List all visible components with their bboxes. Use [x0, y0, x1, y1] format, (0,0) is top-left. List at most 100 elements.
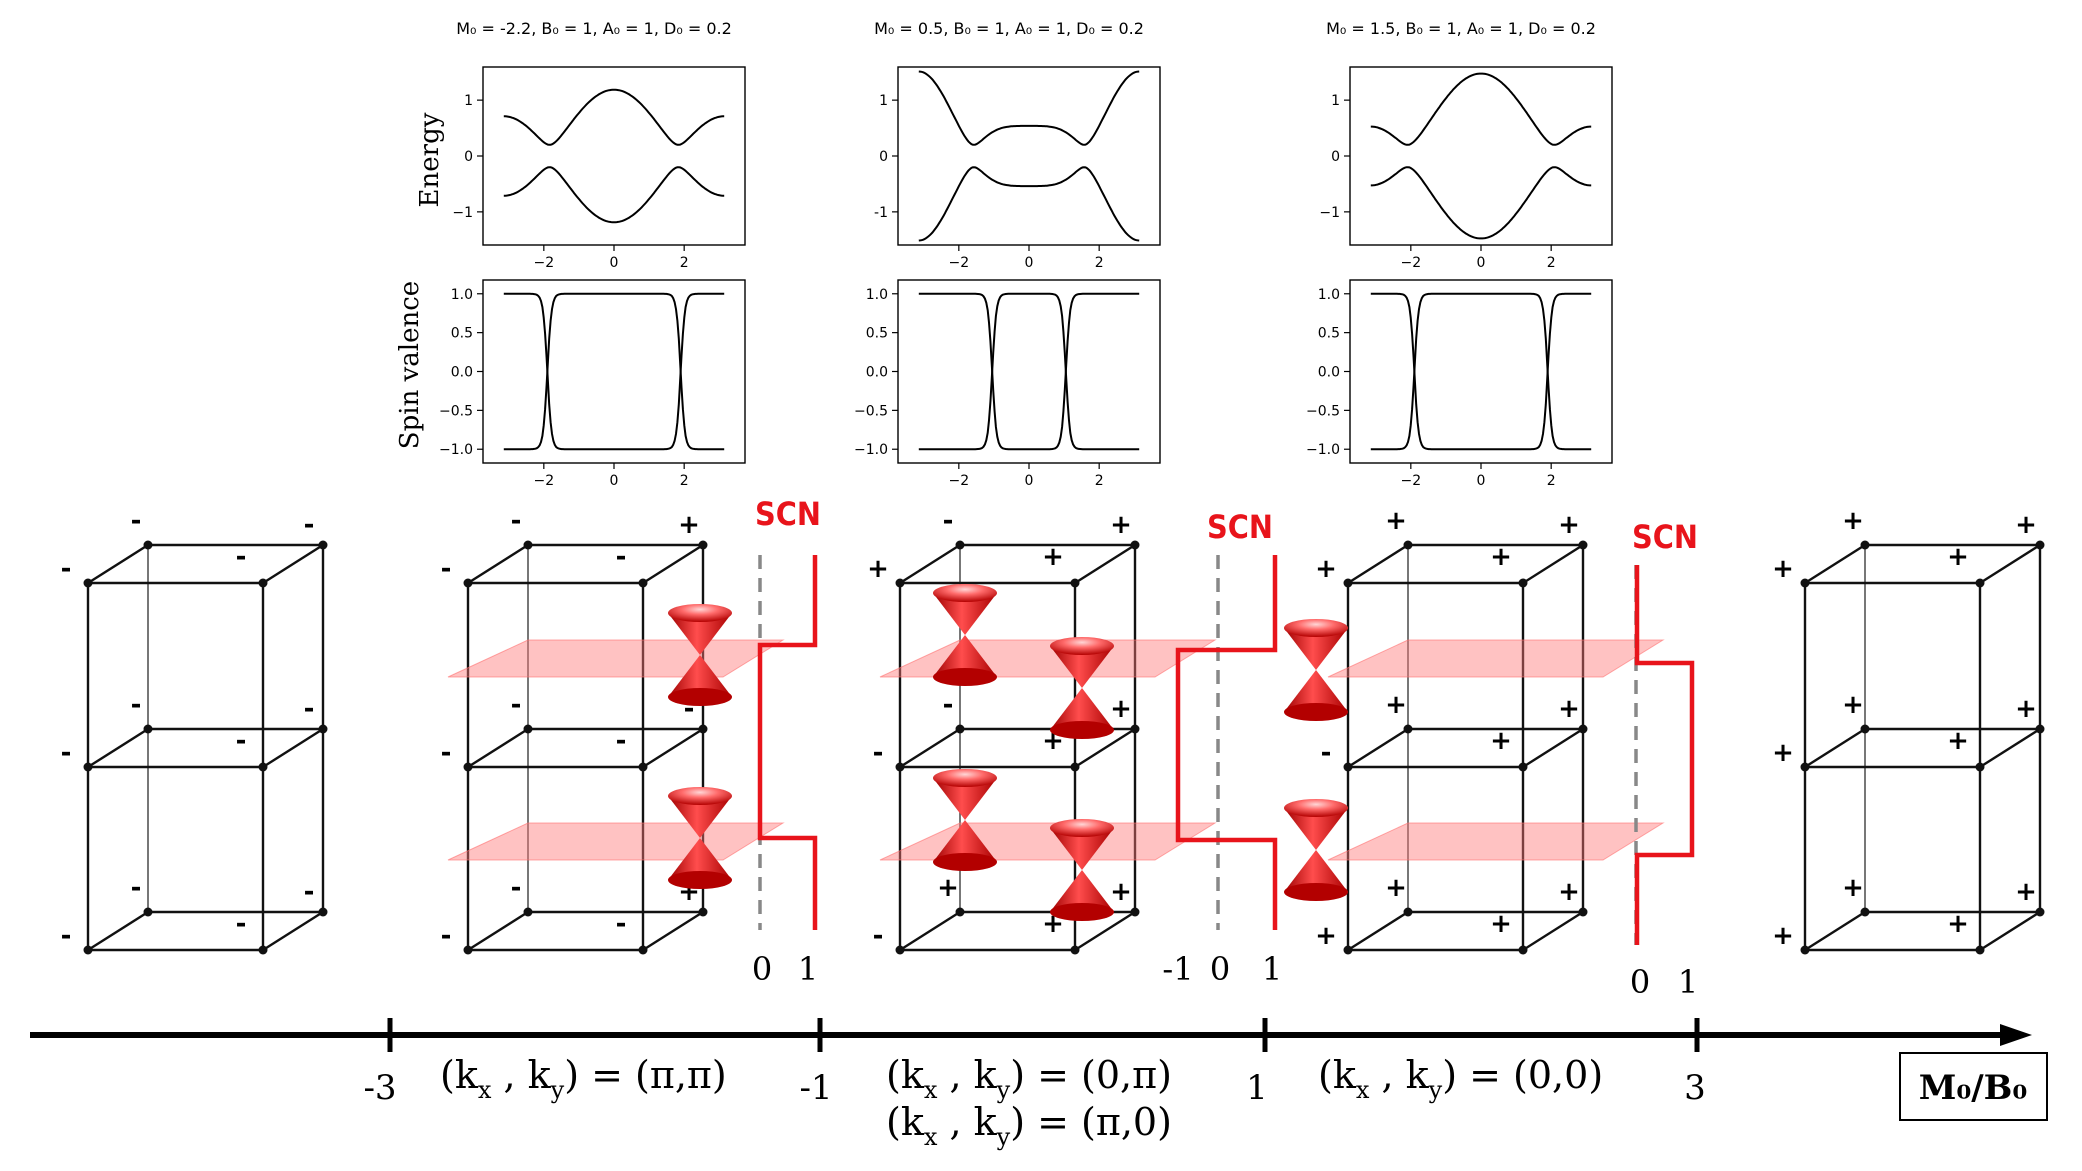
- cube-edge: [467, 543, 529, 585]
- lattice-vertex: [1343, 945, 1353, 955]
- parity-sign: -: [304, 877, 315, 907]
- lattice-vertex: [463, 945, 473, 955]
- scn-tick-label: 1: [798, 950, 818, 988]
- lattice-vertex: [955, 540, 965, 550]
- upper-cone-rim: [1050, 637, 1114, 655]
- parity-sign: +: [1558, 694, 1580, 724]
- parity-sign: -: [616, 909, 627, 939]
- parity-sign: +: [1110, 877, 1132, 907]
- x-tick-label: 0: [1477, 255, 1486, 271]
- axis-tick-label: 1: [1246, 1068, 1268, 1108]
- cube-edge: [262, 910, 324, 952]
- parity-sign: -: [873, 921, 884, 951]
- lattice-cube: --+-------+-: [441, 506, 708, 955]
- spin-valence-curve: [918, 292, 1140, 451]
- scn-label: SCN: [755, 495, 821, 533]
- parity-sign: -: [943, 506, 954, 536]
- lattice-vertex: [1800, 945, 1810, 955]
- spin-y-tick-label: 1.0: [451, 287, 473, 303]
- lattice-vertex: [1860, 907, 1870, 917]
- spin-plot-frame: [482, 279, 746, 464]
- lower-cone-rim: [1284, 703, 1348, 721]
- cube-edge: [1522, 910, 1584, 952]
- scn-step-curve: [757, 555, 818, 930]
- cube-edge: [87, 910, 149, 952]
- upper-cone: [1284, 628, 1348, 670]
- cube-edge: [467, 727, 529, 769]
- cube-edge: [642, 910, 704, 952]
- band-panel: M₀ = 0.5, B₀ = 1, A₀ = 1, D₀ = 0.210-11.…: [854, 19, 1161, 489]
- x-tick-label: 2: [1095, 473, 1104, 489]
- spin-y-tick-label: −0.5: [439, 403, 473, 419]
- lattice-vertex: [1975, 762, 1985, 772]
- energy-plane: [1327, 639, 1665, 678]
- axis-label: M₀/B₀: [1919, 1068, 2028, 1108]
- lower-cone-rim: [668, 871, 732, 889]
- scn-tick-label: 1: [1678, 963, 1698, 1001]
- lattice-vertex: [1578, 907, 1588, 917]
- lattice-vertex: [523, 540, 533, 550]
- lattice-vertex: [1578, 540, 1588, 550]
- lattice-vertex: [143, 540, 153, 550]
- parity-sign: -: [684, 694, 695, 724]
- parity-sign: +: [1558, 510, 1580, 540]
- scn-label: SCN: [1207, 508, 1273, 546]
- scn-step-curve: [1175, 555, 1278, 930]
- lower-band-curve: [918, 166, 1140, 242]
- parity-sign: -: [441, 921, 452, 951]
- upper-cone-rim: [933, 769, 997, 787]
- lattice-vertex: [2035, 540, 2045, 550]
- energy-y-tick-label: 0: [464, 149, 473, 165]
- scn-tick-label: -1: [1162, 950, 1193, 988]
- parity-sign: +: [1947, 909, 1969, 939]
- upper-cone: [1050, 646, 1114, 688]
- upper-band-curve: [1370, 72, 1592, 146]
- upper-cone-rim: [668, 787, 732, 805]
- parity-sign: +: [1315, 554, 1337, 584]
- lattice-vertex: [1800, 762, 1810, 772]
- lattice-cube: ------------: [61, 506, 328, 955]
- parity-sign: -: [616, 542, 627, 572]
- lattice-vertex: [1343, 578, 1353, 588]
- x-tick-label: 0: [1477, 473, 1486, 489]
- parity-sign: +: [1842, 506, 1864, 536]
- parity-sign: -: [61, 554, 72, 584]
- parity-sign: +: [1772, 554, 1794, 584]
- panel-title: M₀ = -2.2, B₀ = 1, A₀ = 1, D₀ = 0.2: [456, 19, 732, 38]
- lattice-vertex: [1518, 762, 1528, 772]
- scn-tick-label: 0: [1630, 963, 1650, 1001]
- lattice-vertex: [895, 578, 905, 588]
- cube-edge: [1804, 910, 1866, 952]
- lattice-vertex: [463, 578, 473, 588]
- dirac-cone: [668, 604, 732, 706]
- lattice-vertex: [523, 907, 533, 917]
- parity-sign: -: [131, 506, 142, 536]
- region-k-label-pipi: (kx , ky) = (π,π): [440, 1053, 727, 1104]
- spin-y-tick-label: 0.0: [866, 365, 888, 381]
- parity-sign: -: [943, 690, 954, 720]
- energy-y-tick-label: 0: [879, 149, 888, 165]
- parity-sign: +: [1110, 694, 1132, 724]
- parity-sign: +: [1385, 690, 1407, 720]
- cube-edge: [1074, 543, 1136, 585]
- cube-edge: [642, 727, 704, 769]
- cube-edge: [262, 543, 324, 585]
- parity-sign: +: [1772, 738, 1794, 768]
- lower-cone: [1284, 670, 1348, 712]
- dirac-cone: [1284, 619, 1348, 721]
- lattice-vertex: [1975, 578, 1985, 588]
- band-structure-panels: M₀ = -2.2, B₀ = 1, A₀ = 1, D₀ = 0.210−11…: [439, 19, 1613, 489]
- lattice-vertex: [1860, 540, 1870, 550]
- spin-y-tick-label: 1.0: [866, 287, 888, 303]
- lattice-vertex: [318, 724, 328, 734]
- lattice-vertex: [1403, 540, 1413, 550]
- lattice-vertex: [638, 578, 648, 588]
- lattice-vertex: [1975, 945, 1985, 955]
- parity-sign: +: [867, 554, 889, 584]
- spin-y-tick-label: 0.5: [866, 326, 888, 342]
- spin-y-tick-label: −0.5: [854, 403, 888, 419]
- lattice-vertex: [1130, 540, 1140, 550]
- cube-edge: [1522, 543, 1584, 585]
- lattice-vertex: [1070, 578, 1080, 588]
